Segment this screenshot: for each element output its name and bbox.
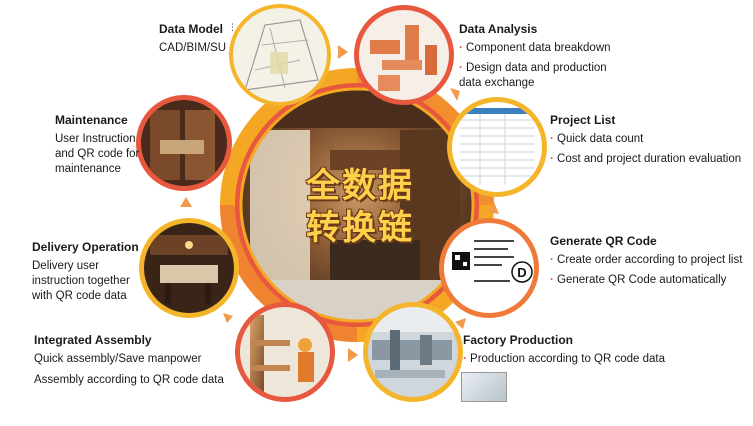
maintenance-item: User Instruction and QR code for mainten…	[55, 133, 140, 175]
step-circle-maintenance	[136, 95, 232, 191]
center-title-line2: 转换链	[306, 208, 414, 248]
center-ring-border	[239, 87, 475, 323]
arrow-model-to-analysis	[338, 45, 348, 59]
factory-product-thumbnail	[461, 372, 507, 402]
arrow-qr-to-factory	[455, 318, 466, 329]
qr-card-letter: D	[517, 265, 526, 280]
arrow-delivery-to-maintenance	[180, 197, 192, 207]
integrated-assembly-item-2: Assembly according to QR code data	[34, 374, 224, 386]
label-maintenance: Maintenance User Instruction and QR code…	[55, 113, 145, 177]
data-analysis-item-2: Design data and production data exchange	[459, 61, 614, 91]
label-data-model: Data Model CAD/BIM/SU	[159, 22, 239, 56]
step-circle-factory-production	[363, 302, 463, 402]
step-circle-data-analysis	[354, 5, 454, 105]
label-factory-production: Factory Production Production according …	[463, 333, 683, 372]
step-circle-generate-qr: D	[439, 218, 539, 318]
center-title-line1: 全数据	[306, 166, 414, 206]
data-model-side-mark-icon: ⋮	[228, 23, 237, 33]
maintenance-title: Maintenance	[55, 113, 128, 127]
data-analysis-item-1: Component data breakdown	[459, 41, 629, 56]
step-circle-delivery-operation	[139, 218, 239, 318]
arrow-analysis-to-list	[450, 88, 460, 101]
arrow-list-to-qr	[488, 202, 499, 214]
label-integrated-assembly: Integrated Assembly Quick assembly/Save …	[34, 333, 234, 388]
arrow-factory-to-assembly	[348, 348, 358, 362]
data-model-item: CAD/BIM/SU	[159, 42, 227, 54]
label-project-list: Project List Quick data count Cost and p…	[550, 113, 750, 172]
label-delivery-operation: Delivery Operation Delivery user instruc…	[32, 240, 142, 304]
step-circle-project-list	[447, 97, 547, 197]
integrated-assembly-item-1: Quick assembly/Save manpower	[34, 353, 202, 365]
delivery-operation-title: Delivery Operation	[32, 240, 139, 254]
project-list-item-1: Quick data count	[550, 132, 750, 147]
generate-qr-item-2: Generate QR Code automatically	[550, 273, 750, 288]
label-generate-qr: Generate QR Code Create order according …	[550, 234, 750, 293]
step-circle-integrated-assembly	[235, 302, 335, 402]
integrated-assembly-title: Integrated Assembly	[34, 333, 152, 347]
data-model-title: Data Model	[159, 22, 224, 36]
arrow-assembly-to-delivery	[223, 313, 233, 323]
data-analysis-title: Data Analysis	[459, 22, 538, 36]
delivery-operation-item: Delivery user instruction together with …	[32, 260, 130, 302]
generate-qr-title: Generate QR Code	[550, 234, 657, 248]
center-title: 全数据 转换链	[290, 165, 430, 249]
project-list-title: Project List	[550, 113, 616, 127]
step-circle-data-model	[229, 4, 331, 106]
project-list-item-2: Cost and project duration evaluation	[550, 152, 750, 167]
label-data-analysis: Data Analysis Component data breakdown D…	[459, 22, 629, 96]
factory-production-title: Factory Production	[463, 333, 574, 347]
factory-production-item: Production according to QR code data	[463, 352, 683, 367]
flow-arrows	[180, 45, 499, 362]
generate-qr-item-1: Create order according to project list	[550, 253, 750, 268]
